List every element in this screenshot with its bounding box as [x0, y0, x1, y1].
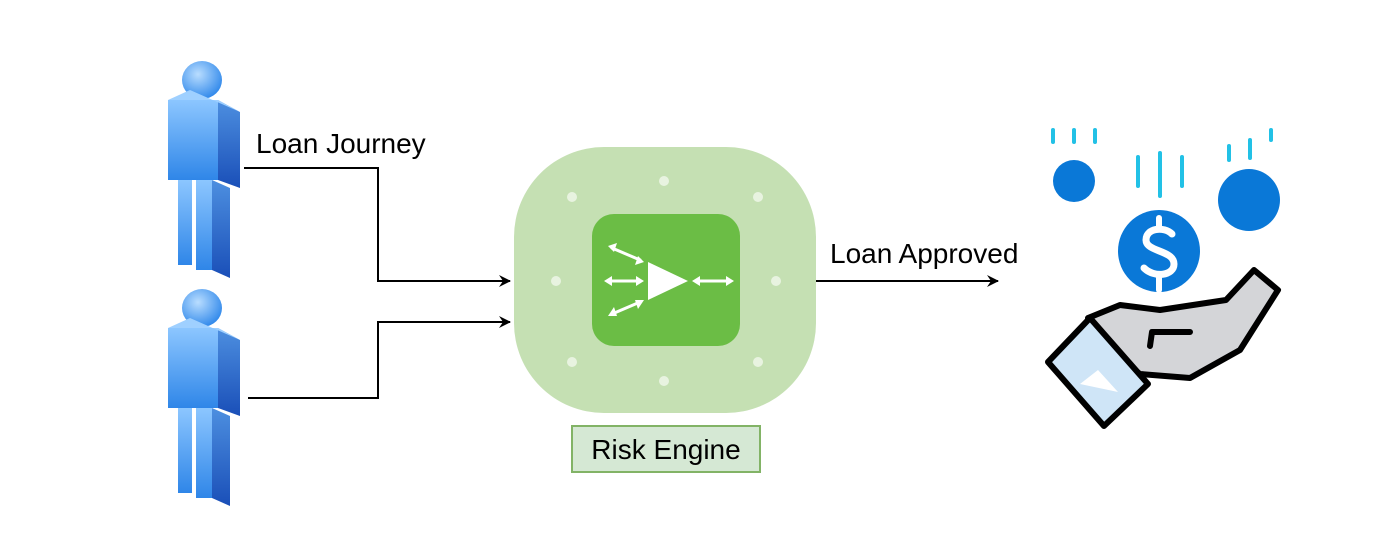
user-icon-top: [168, 61, 240, 278]
loan-journey-label: Loan Journey: [256, 128, 426, 159]
loan-approved-label: Loan Approved: [830, 238, 1018, 269]
hand-coin-icon: [1045, 128, 1281, 429]
small-coin-icon: [1218, 169, 1280, 231]
engine-dots: [551, 176, 781, 386]
risk-engine-label-box: [571, 425, 761, 473]
falling-drops: [1051, 128, 1273, 198]
connector-user-bottom: [248, 316, 511, 399]
dollar-sign-icon: [1140, 215, 1178, 293]
connector-user-top: [244, 167, 511, 287]
risk-engine-icon: [514, 147, 816, 413]
small-coin-icon: [1053, 160, 1095, 202]
user-icon-bottom: [168, 289, 240, 506]
risk-engine-label: Risk Engine: [591, 434, 740, 465]
